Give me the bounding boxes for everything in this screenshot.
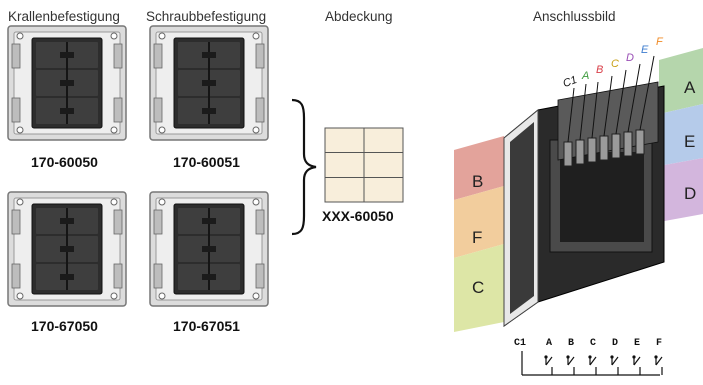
band-label-b: B [472, 172, 484, 191]
connector-diagram [454, 30, 703, 332]
product-code: 170-67050 [31, 318, 98, 334]
pin-label-f: F [656, 36, 663, 48]
cover-code: XXX-60050 [322, 208, 394, 224]
band-label-d: D [684, 184, 697, 203]
band-label-e: E [684, 132, 696, 151]
pin-label-e: E [641, 44, 649, 56]
header-cover: Abdeckung [325, 9, 393, 24]
band-f [454, 186, 504, 258]
band-label-a: A [684, 78, 696, 97]
band-a [659, 48, 703, 114]
switch-mechanism-claw-2 [6, 190, 128, 308]
band-e [659, 104, 703, 166]
header-mounting-screw: Schraubbefestigung [146, 9, 267, 24]
schematic-label-c1: C1 [514, 338, 527, 349]
schematic-label-b: B [568, 338, 575, 349]
schematic-label-f: F [656, 338, 663, 349]
connector-svg [454, 48, 703, 332]
schematic-label-d: D [612, 338, 619, 349]
product-code: 170-67051 [173, 318, 240, 334]
product-code: 170-60050 [31, 154, 98, 170]
schematic-label-c: C [590, 338, 597, 349]
product-code: 170-60051 [173, 154, 240, 170]
header-wiring-diagram: Anschlussbild [533, 9, 616, 24]
switch-mechanism-claw-1 [6, 24, 128, 142]
pin-label-d: D [626, 52, 634, 64]
switch-mechanism-screw-1 [148, 24, 270, 142]
cover-plate [324, 127, 404, 203]
pin-label-b: B [596, 64, 604, 76]
curly-brace [288, 98, 320, 236]
band-d [659, 158, 703, 222]
band-b [454, 136, 504, 200]
wiring-schematic [510, 335, 670, 380]
schematic-label-a: A [546, 338, 553, 349]
pin-label-c: C [611, 58, 619, 70]
header-mounting-claw: Krallenbefestigung [8, 9, 120, 24]
band-label-f: F [472, 228, 483, 247]
switch-mechanism-screw-2 [148, 190, 270, 308]
schematic-label-e: E [634, 338, 641, 349]
pin-label-a: A [582, 70, 590, 82]
band-label-c: C [472, 278, 485, 297]
band-c [454, 244, 504, 332]
